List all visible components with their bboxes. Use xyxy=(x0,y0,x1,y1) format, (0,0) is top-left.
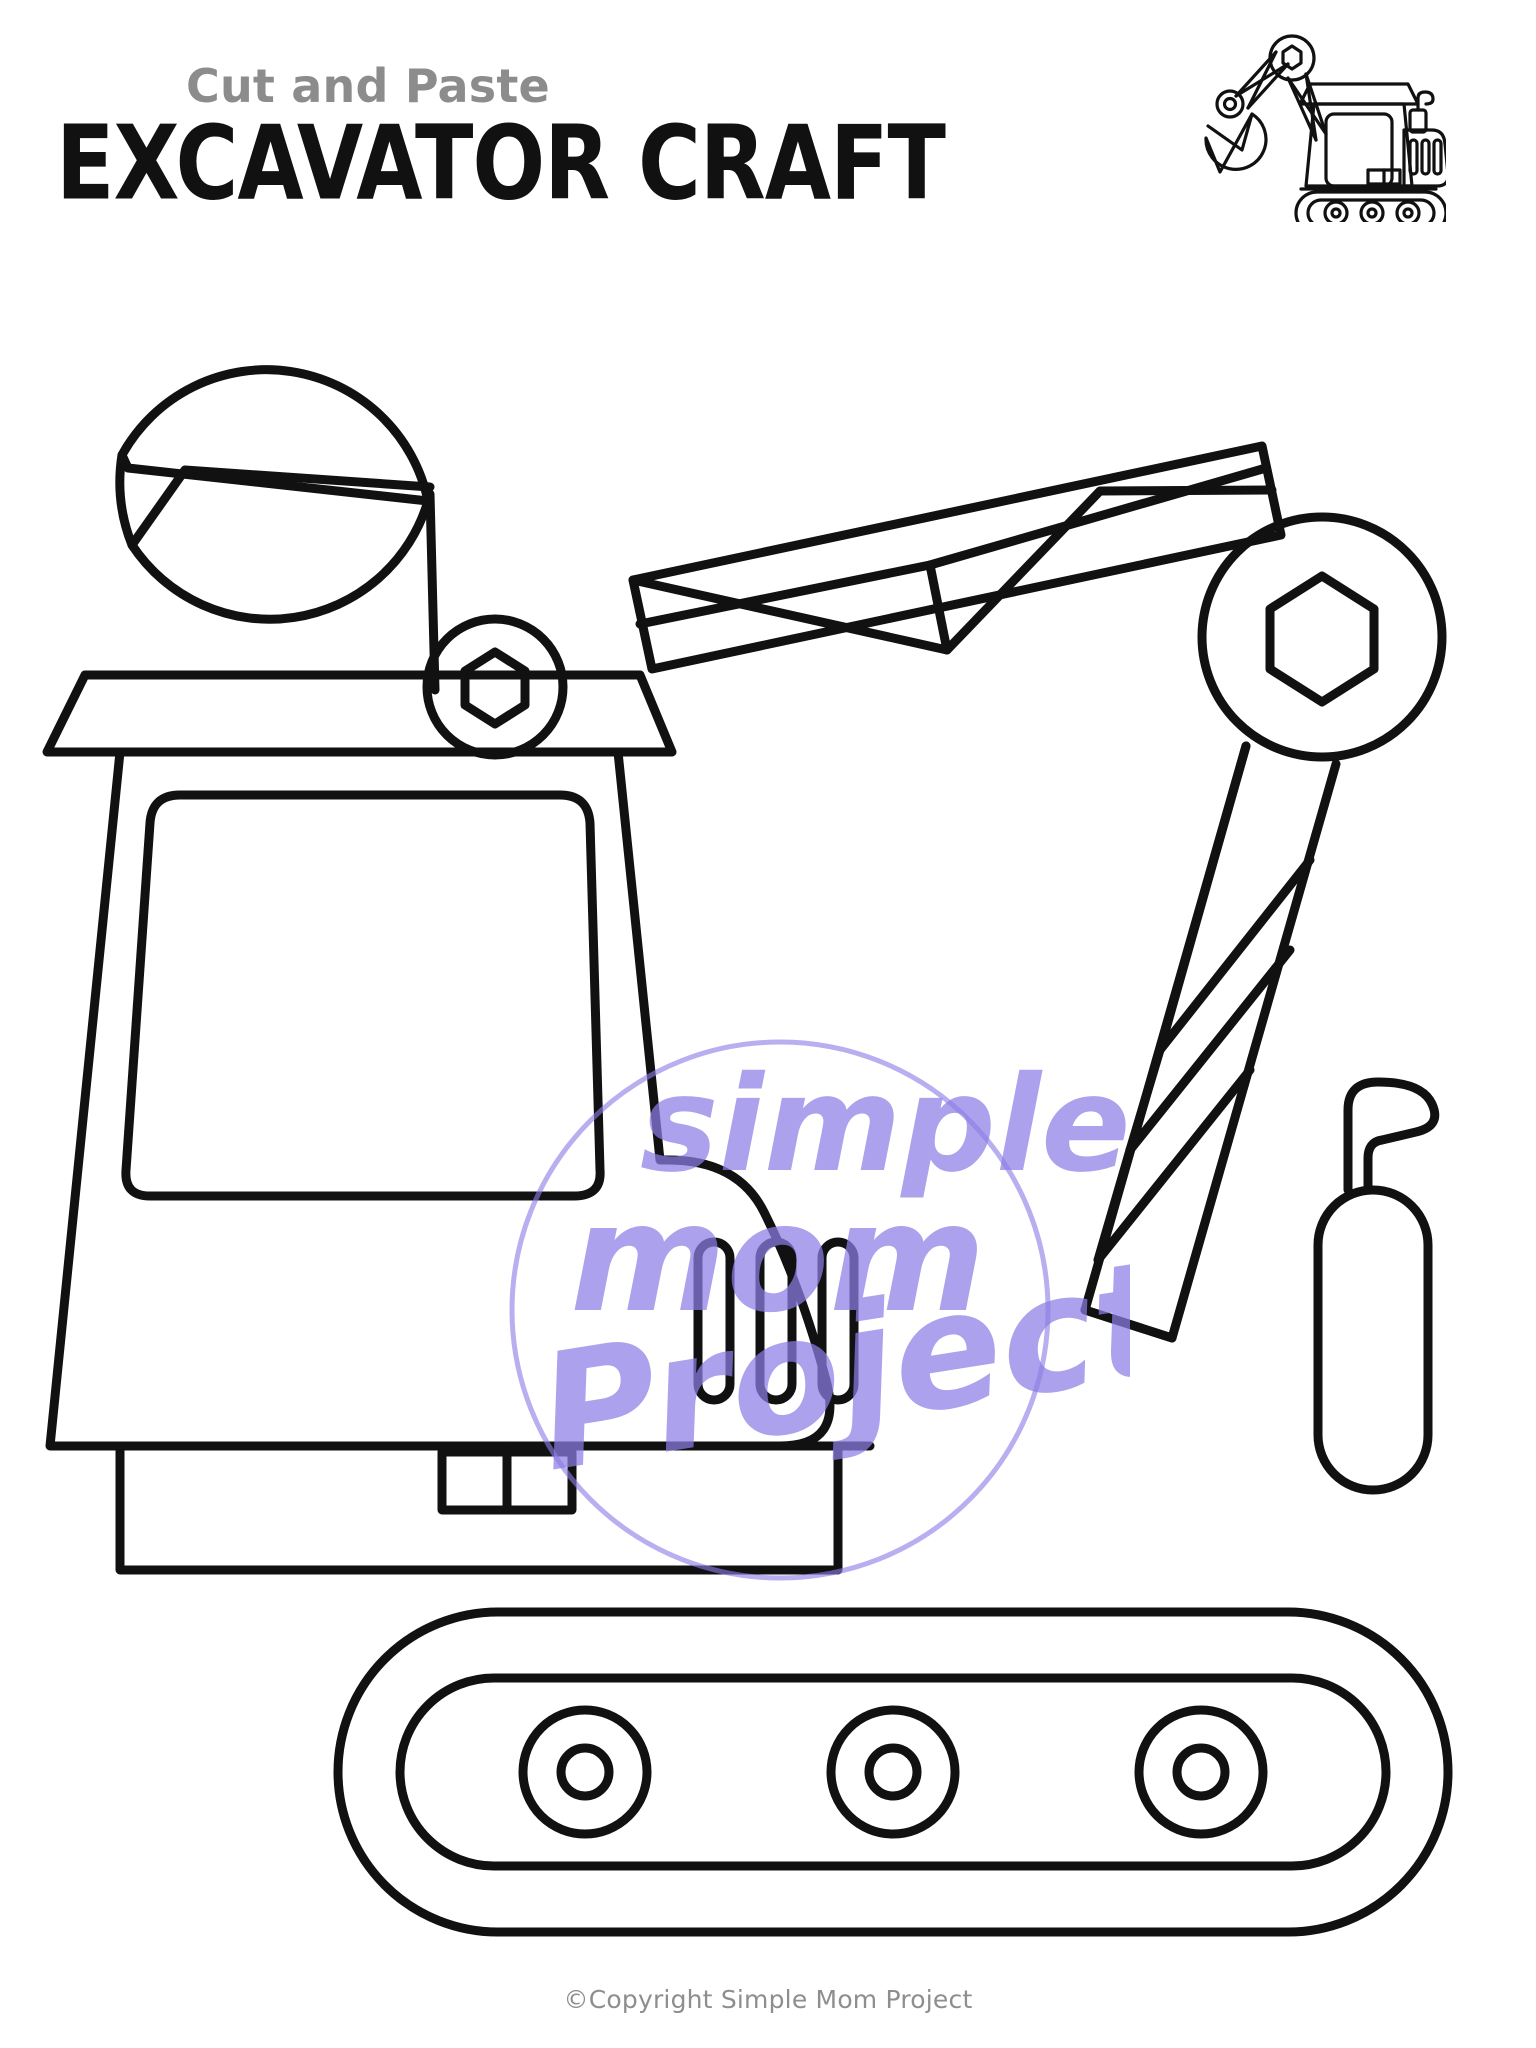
page-title: EXCAVATOR CRAFT xyxy=(56,103,946,224)
pivot-hub-piece-shape xyxy=(1197,512,1447,762)
page-footer: ©Copyright Simple Mom Project xyxy=(0,1985,1536,2014)
track-piece-shape xyxy=(333,1607,1453,1937)
page-kicker: Cut and Paste xyxy=(186,59,550,113)
upper-arm-piece-shape xyxy=(628,441,1286,674)
page-header: Cut and Paste EXCAVATOR CRAFT xyxy=(0,0,1536,260)
exhaust-piece-shape xyxy=(1313,1077,1440,1495)
lower-boom-piece-shape xyxy=(1080,741,1341,1343)
cab-piece-shape xyxy=(42,670,875,1575)
copyright-text: ©Copyright Simple Mom Project xyxy=(563,1985,973,2014)
craft-pieces-canvas xyxy=(0,150,1536,1940)
bucket-piece-shape xyxy=(115,365,568,760)
title-block: Cut and Paste EXCAVATOR CRAFT xyxy=(56,59,956,215)
